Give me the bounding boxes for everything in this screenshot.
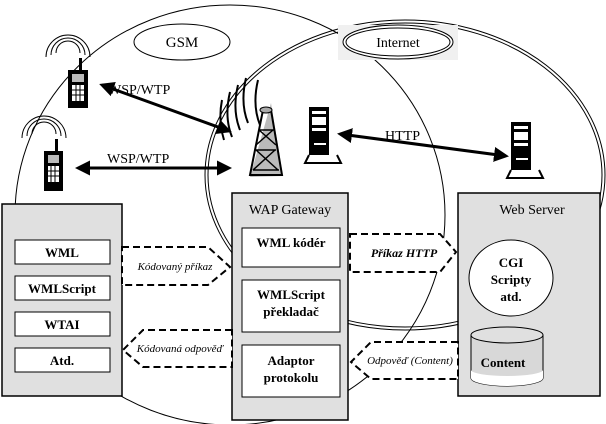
- gateway-protocol-adaptor-l1: Adaptor: [268, 353, 315, 368]
- wap-gateway-title: WAP Gateway: [249, 203, 331, 218]
- encoded-request-label: Kódovaný příkaz: [137, 261, 214, 273]
- wsp-wtp-label-top: WSP/WTP: [108, 83, 170, 98]
- client-item-wtai: WTAI: [44, 317, 79, 332]
- client-item-atd: Atd.: [50, 353, 74, 368]
- server-icon: [505, 122, 545, 179]
- mobile-phone-icon: [21, 115, 67, 191]
- gateway-wmlscript-compiler-l2: překladač: [263, 304, 319, 319]
- gateway-protocol-adaptor-l2: protokolu: [264, 370, 319, 385]
- client-item-wml: WML: [45, 245, 79, 260]
- web-server-title: Web Server: [499, 203, 565, 218]
- http-link: [337, 128, 509, 162]
- mobile-phone-icon: [45, 34, 91, 108]
- wsp-wtp-label-bottom: WSP/WTP: [107, 152, 169, 167]
- gsm-label: GSM: [166, 35, 199, 51]
- cgi-scripts-circle: [468, 239, 554, 317]
- client-item-wmlscript: WMLScript: [28, 281, 97, 296]
- internet-label: Internet: [376, 36, 420, 51]
- gateway-wml-encoder: WML kódér: [257, 235, 326, 250]
- http-request-label: Příkaz HTTP: [371, 246, 438, 260]
- gsm-label-group: GSM: [133, 23, 231, 61]
- encoded-request-arrow: Kódovaný příkaz: [121, 246, 232, 286]
- client-box: WML WMLScript WTAI Atd.: [1, 203, 123, 397]
- http-response-arrow: Odpověď (Content): [349, 341, 459, 380]
- gateway-wmlscript-compiler-l1: WMLScript: [257, 287, 326, 302]
- http-response-label: Odpověď (Content): [367, 355, 453, 367]
- server-icon: [303, 107, 343, 164]
- database-icon: [470, 326, 544, 387]
- cgi-line1: CGI: [499, 255, 524, 270]
- encoded-response-label: Kódovaná odpověď: [136, 343, 225, 355]
- http-label: HTTP: [385, 129, 420, 144]
- cgi-line3: atd.: [500, 289, 521, 304]
- cgi-line2: Scripty: [491, 272, 532, 287]
- encoded-response-arrow: Kódovaná odpověď: [121, 329, 233, 368]
- http-request-arrow: Příkaz HTTP: [349, 233, 458, 273]
- wap-gateway-box: WAP Gateway WML kódér WMLScript překlada…: [231, 192, 349, 421]
- web-server-box: Web Server CGI Scripty atd. Content: [457, 192, 601, 397]
- content-label: Content: [481, 355, 526, 370]
- antenna-tower-icon: [219, 77, 284, 177]
- wsp-wtp-link-top: [99, 82, 232, 134]
- internet-label-group: Internet: [338, 24, 458, 60]
